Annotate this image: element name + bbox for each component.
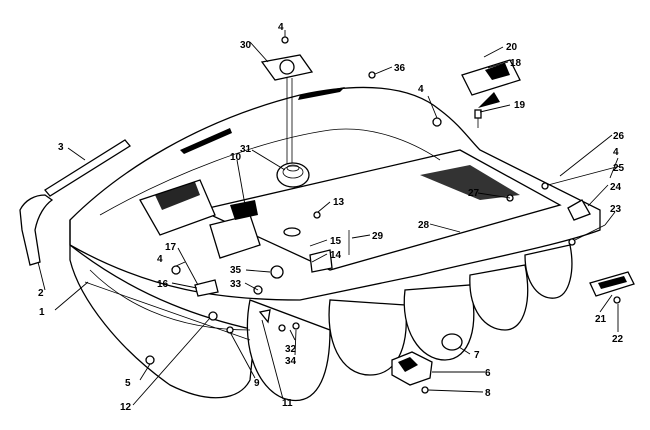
callout-18: 18 (510, 58, 522, 69)
rear-handle-assembly (461, 59, 521, 128)
hull-side-lobe-3 (403, 284, 475, 361)
hardware (145, 36, 621, 394)
callout-16: 16 (157, 279, 169, 290)
plug-7 (441, 333, 463, 351)
callout-34: 34 (285, 356, 297, 367)
callout-5: 5 (125, 378, 131, 389)
callout-1: 1 (39, 307, 45, 318)
callout-2: 2 (38, 288, 44, 299)
fuel-fill-assembly (260, 54, 314, 237)
callout-31: 31 (240, 144, 252, 155)
callout-14: 14 (330, 250, 342, 261)
hull-side-lobe-1 (246, 299, 331, 402)
callout-4-mid: 4 (418, 84, 424, 95)
cover-24 (567, 199, 591, 221)
hull-side-lobe-4 (469, 264, 529, 331)
callout-21: 21 (595, 314, 607, 325)
callout-13: 13 (333, 197, 345, 208)
callout-11: 11 (282, 398, 293, 409)
callout-4-top: 4 (278, 22, 284, 33)
callout-9: 9 (254, 378, 260, 389)
callout-36: 36 (394, 63, 406, 74)
leader-lines (37, 30, 621, 406)
callout-30: 30 (240, 40, 252, 51)
cap-ring (279, 59, 295, 75)
rear-plate-shading (420, 165, 520, 200)
callout-6: 6 (485, 368, 491, 379)
callout-25: 25 (613, 163, 625, 174)
trim-strip-3 (44, 139, 131, 197)
callout-24: 24 (610, 182, 622, 193)
fill-neck-boot (276, 162, 310, 188)
callout-32: 32 (285, 344, 297, 355)
bracket-6 (391, 351, 433, 386)
deck-stripe-1 (298, 87, 345, 100)
callout-3: 3 (58, 142, 64, 153)
rear-vent-parts (567, 199, 635, 297)
callout-35: 35 (230, 265, 242, 276)
callout-15: 15 (330, 236, 342, 247)
hull-side-lobe-5 (524, 244, 573, 299)
callout-33: 33 (230, 279, 242, 290)
callout-4-left: 4 (157, 254, 163, 265)
callout-labels: 1 2 3 4 4 4 4 5 6 7 8 9 10 11 12 13 14 1… (38, 22, 625, 413)
callout-8: 8 (485, 388, 491, 399)
callout-29: 29 (372, 231, 384, 242)
callout-4-right: 4 (613, 147, 619, 158)
hull-side-lobe-2 (328, 299, 407, 376)
fill-hole (283, 227, 301, 237)
fastener (281, 36, 289, 44)
direction-arrow (478, 92, 500, 108)
callout-20: 20 (506, 42, 518, 53)
callout-22: 22 (612, 334, 624, 345)
callout-10: 10 (230, 152, 242, 163)
deck-stripe-2 (180, 128, 232, 154)
callout-26: 26 (613, 131, 625, 142)
callout-27: 27 (468, 188, 480, 199)
callout-23: 23 (610, 204, 622, 215)
callout-17: 17 (165, 242, 177, 253)
callout-28: 28 (418, 220, 430, 231)
callout-19: 19 (514, 100, 526, 111)
callout-12: 12 (120, 402, 132, 413)
callout-7: 7 (474, 350, 480, 361)
bumper-2 (19, 194, 54, 266)
bow-eye-parts (391, 333, 463, 386)
